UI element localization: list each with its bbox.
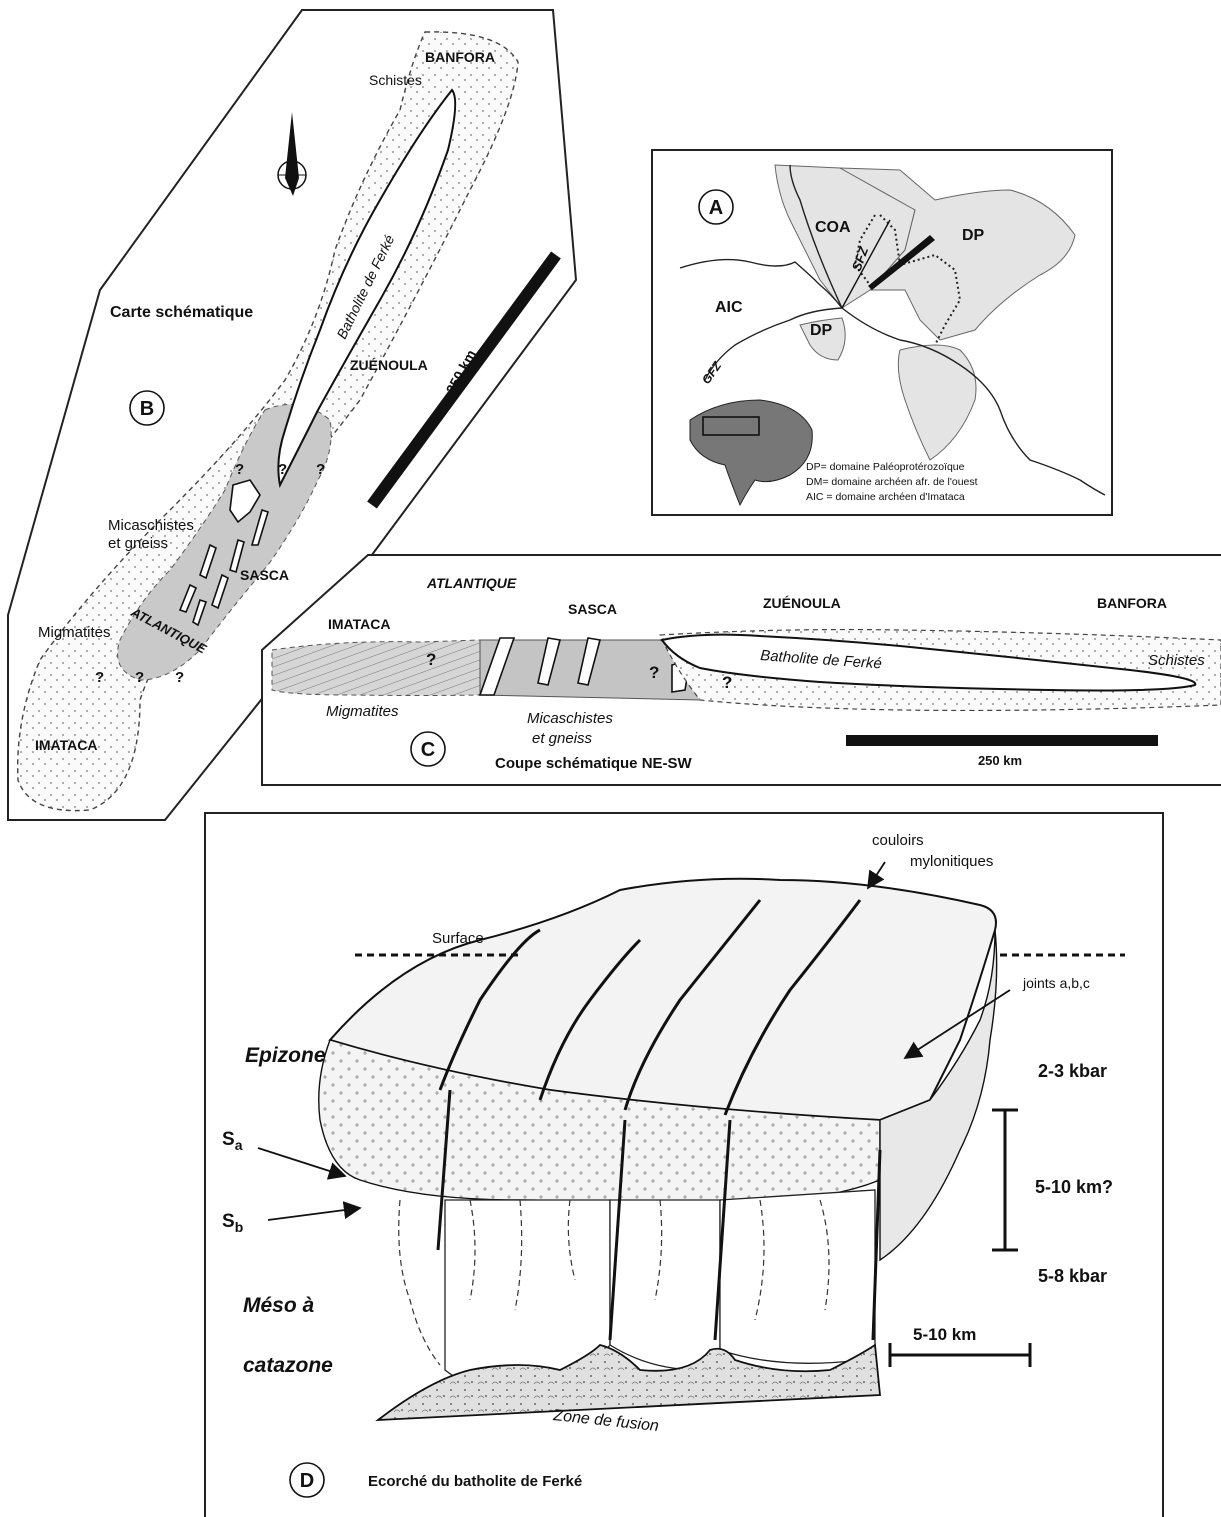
pressure-top-label: 2-3 kbar bbox=[1038, 1061, 1107, 1081]
scale-bar-c bbox=[846, 735, 1158, 746]
panel-c: ATLANTIQUE IMATACA SASCA ZUÉNOULA BANFOR… bbox=[262, 555, 1221, 785]
mylonitiques-label: mylonitiques bbox=[910, 853, 993, 870]
gneiss-label-c: et gneiss bbox=[532, 730, 593, 747]
migmatites-label-c: Migmatites bbox=[326, 703, 399, 720]
panel-b-letter: B bbox=[130, 391, 164, 425]
coupe-title: Coupe schématique NE-SW bbox=[495, 755, 693, 772]
coa-label: COA bbox=[815, 219, 851, 236]
migmatites-label-b: Migmatites bbox=[38, 624, 111, 641]
micaschistes-label-c: Micaschistes bbox=[527, 710, 613, 727]
question-mark: ? bbox=[235, 461, 244, 478]
panel-a: A COA DP SFZ AIC DP GFZ DP= domaine Palé… bbox=[652, 150, 1112, 515]
panel-d: couloirs mylonitiques Surface joints a,b… bbox=[205, 813, 1163, 1517]
panel-b-letter-text: B bbox=[140, 398, 154, 420]
question-mark: ? bbox=[135, 669, 144, 686]
catazone-label: catazone bbox=[243, 1354, 333, 1377]
legend-item-dm: DM= domaine archéen afr. de l'ouest bbox=[806, 476, 978, 488]
schistes-label-c: Schistes bbox=[1148, 652, 1205, 669]
imataca-label-b: IMATACA bbox=[35, 737, 97, 753]
zuenoula-label-c: ZUÉNOULA bbox=[763, 595, 841, 611]
schistes-label-b: Schistes bbox=[369, 72, 422, 88]
joints-label: joints a,b,c bbox=[1022, 975, 1090, 991]
pressure-bottom-label: 5-8 kbar bbox=[1038, 1266, 1107, 1286]
panel-a-letter: A bbox=[699, 190, 733, 224]
ecorche-title: Ecorché du batholite de Ferké bbox=[368, 1473, 582, 1490]
sa-main: S bbox=[222, 1129, 235, 1150]
question-mark: ? bbox=[316, 461, 325, 478]
micaschistes-label-b: Micaschistes bbox=[108, 517, 194, 534]
imataca-label-c: IMATACA bbox=[328, 616, 390, 632]
carte-title: Carte schématique bbox=[110, 304, 253, 321]
dp-label-mid: DP bbox=[810, 322, 833, 339]
zuenoula-label-b: ZUÉNOULA bbox=[350, 357, 428, 373]
gneiss-label-b: et gneiss bbox=[108, 535, 168, 552]
panel-c-letter-text: C bbox=[421, 739, 435, 761]
sasca-label-b: SASCA bbox=[240, 567, 289, 583]
dp-label-top: DP bbox=[962, 227, 985, 244]
depth-label: 5-10 km? bbox=[1035, 1177, 1113, 1197]
aic-label: AIC bbox=[715, 299, 743, 316]
scale-label-d: 5-10 km bbox=[913, 1325, 976, 1344]
panel-c-scale-label: 250 km bbox=[978, 753, 1022, 768]
panel-d-letter: D bbox=[290, 1463, 324, 1497]
panel-d-letter-text: D bbox=[300, 1470, 314, 1492]
migmatite-zone-c bbox=[272, 640, 480, 696]
sasca-label-c: SASCA bbox=[568, 601, 617, 617]
question-mark: ? bbox=[278, 461, 287, 478]
epizone-label: Epizone bbox=[245, 1044, 326, 1067]
panel-a-letter-text: A bbox=[709, 197, 723, 219]
meso-label: Méso à bbox=[243, 1294, 315, 1317]
couloirs-label: couloirs bbox=[872, 832, 924, 849]
question-mark: ? bbox=[426, 650, 436, 669]
question-mark: ? bbox=[175, 669, 184, 686]
banfora-label-c: BANFORA bbox=[1097, 595, 1167, 611]
atlantique-label-c: ATLANTIQUE bbox=[426, 575, 517, 591]
sa-sub: a bbox=[235, 1137, 243, 1153]
question-mark: ? bbox=[95, 669, 104, 686]
panel-c-letter: C bbox=[411, 732, 445, 766]
legend-item-dp: DP= domaine Paléoprotérozoïque bbox=[806, 461, 965, 473]
sb-sub: b bbox=[235, 1219, 244, 1235]
legend-item-aic: AIC = domaine archéen d'Imataca bbox=[806, 491, 965, 503]
banfora-label-b: BANFORA bbox=[425, 49, 495, 65]
sb-main: S bbox=[222, 1211, 235, 1232]
pluton-columns bbox=[445, 1190, 875, 1390]
question-mark: ? bbox=[649, 663, 659, 682]
surface-label: Surface bbox=[432, 930, 484, 947]
question-mark: ? bbox=[722, 673, 732, 692]
